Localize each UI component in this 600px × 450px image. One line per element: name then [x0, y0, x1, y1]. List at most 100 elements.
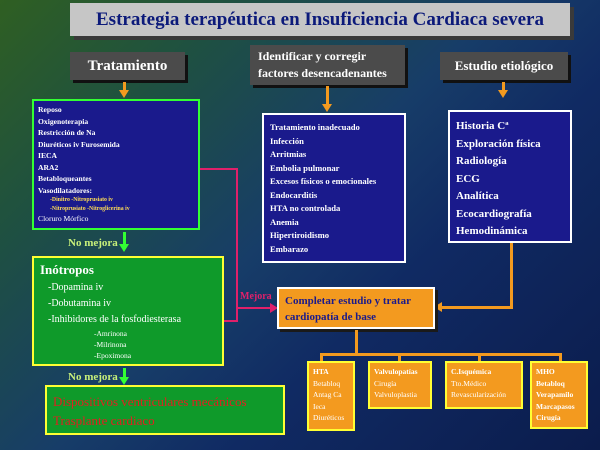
hta-box: HTA Betabloq Antag Ca Ieca Diuréticos [307, 361, 355, 431]
arrow-no-mejora-1 [119, 244, 129, 252]
valvulopatias-item: Cirugía [374, 378, 397, 388]
estudio-item: Hemodinámica [456, 225, 528, 237]
connector-identificar [326, 86, 329, 106]
arrow-no-mejora-2 [119, 377, 129, 385]
no-mejora-label-2: No mejora [68, 371, 118, 383]
header-identificar: Identificar y corregir factores desencad… [250, 45, 405, 85]
connector-tree-horizontal [320, 353, 562, 356]
inotropo-item: -Dopamina iv [48, 282, 104, 293]
completar-box: Completar estudio y tratar cardiopatía d… [277, 287, 435, 329]
connector-mejora-vertical [236, 168, 238, 321]
c-isquemica-title: C.Isquémica [451, 367, 492, 376]
tratamiento-box: Reposo Oxigenoterapia Restricción de Na … [32, 99, 200, 230]
vasodilatador-item: -Nitroprusiato -Nitroglicerina iv [50, 205, 130, 212]
arrow-mejora [270, 303, 278, 313]
tratamiento-list: Reposo Oxigenoterapia Restricción de Na … [38, 104, 194, 196]
connector-tree-hta [320, 353, 323, 361]
connector-no-mejora-1 [123, 232, 126, 244]
inotropo-item: -Inhibidores de la fosfodiesterasa [48, 314, 182, 325]
c-isquemica-item: Tto.Médico [451, 378, 487, 388]
valvulopatias-box: Valvulopatías Cirugía Valvuloplastia [368, 361, 432, 409]
connector-tree-valv [398, 353, 401, 361]
tratamiento-item: Reposo [38, 105, 62, 114]
factor-item: Anemia [270, 216, 299, 227]
estudio-item: Radiología [456, 155, 507, 167]
connector-tree-isq [478, 353, 481, 361]
estudio-item: Exploración física [456, 137, 541, 150]
tratamiento-item: ARA2 [38, 162, 59, 172]
inotropo-item: -Dobutamina iv [48, 298, 112, 309]
mho-box: MHO Betabloq Verapamilo Marcapasos Cirug… [530, 361, 588, 429]
hta-item: Diuréticos [313, 413, 345, 422]
hta-item: Betabloq [313, 378, 341, 388]
c-isquemica-box: C.Isquémica Tto.Médico Revascularización [445, 361, 523, 409]
connector-tratamiento [123, 82, 126, 92]
arrow-tratamiento [119, 90, 129, 98]
mho-item: Marcapasos [536, 401, 575, 411]
inotropos-sublist: -Amrinona -Milrinona -Epoximona [40, 328, 216, 361]
connector-no-mejora-2 [123, 368, 126, 378]
dispositivos-line: Dispositivos ventriculares mecánicos [53, 394, 247, 409]
inotropos-box: Inótropos -Dopamina iv -Dobutamina iv -I… [32, 256, 224, 366]
hta-title: HTA [313, 367, 329, 376]
vasodilatadores-sublist: -Dinitro -Nitroprusiato iv -Nitroprusiat… [38, 196, 194, 213]
hta-item: Ieca [313, 401, 326, 411]
no-mejora-label-1: No mejora [68, 237, 118, 249]
hta-item: Antag Ca [313, 390, 342, 399]
inotropo-subitem: -Epoximona [94, 351, 132, 360]
slide-title: Estrategia terapéutica en Insuficiencia … [70, 3, 570, 36]
tratamiento-item: Vasodilatadores: [38, 185, 93, 195]
dispositivos-line: Trasplante cardiaco [53, 413, 155, 428]
c-isquemica-item: Revascularización [451, 390, 506, 399]
tratamiento-item: Betabloqueantes [38, 174, 92, 183]
factor-item: Infección [270, 135, 304, 146]
header-identificar-line1: Identificar y corregir [258, 49, 367, 63]
connector-mejora-right [236, 307, 272, 309]
connector-completar-down [355, 330, 358, 355]
estudio-box: Historia Cª Exploración física Radiologí… [448, 110, 572, 243]
factor-item: Embolia pulmonar [270, 162, 340, 173]
tratamiento-item: IECA [38, 151, 57, 160]
arrow-to-completar [434, 302, 442, 312]
tratamiento-item: Restricción de Na [38, 128, 96, 137]
factor-item: Embarazo [270, 243, 309, 254]
connector-estudio-down [510, 243, 513, 309]
estudio-list: Historia Cª Exploración física Radiologí… [456, 118, 564, 241]
connector-mejora-bottom [224, 320, 238, 322]
mho-item: Verapamilo [536, 390, 574, 399]
tratamiento-item: Diuréticos iv Furosemida [38, 139, 120, 149]
factor-item: HTA no controlada [270, 203, 341, 213]
mho-item: Cirugía [536, 413, 561, 422]
header-identificar-line2: factores desencadenantes [258, 66, 387, 80]
inotropos-title: Inótropos [40, 262, 94, 277]
header-estudio: Estudio etiológico [440, 52, 568, 80]
estudio-item: ECG [456, 172, 480, 185]
estudio-item: Analítica [456, 190, 499, 202]
estudio-item: Historia Cª [456, 120, 509, 132]
valvulopatias-item: Valvuloplastia [374, 390, 417, 399]
connector-tree-mho [559, 353, 562, 361]
inotropo-subitem: -Amrinona [94, 329, 127, 338]
factor-item: Tratamiento inadecuado [270, 122, 360, 132]
tratamiento-item: Oxigenoterapia [38, 116, 89, 126]
header-tratamiento: Tratamiento [70, 52, 185, 80]
factor-item: Excesos físicos o emocionales [270, 176, 377, 186]
connector-mejora-top [200, 168, 238, 170]
connector-estudio [502, 82, 505, 92]
mho-title: MHO [536, 367, 555, 376]
factor-item: Arritmias [270, 149, 307, 159]
factores-box: Tratamiento inadecuado Infección Arritmi… [262, 113, 406, 263]
mho-item: Betabloq [536, 378, 565, 388]
mejora-label: Mejora [240, 291, 272, 302]
arrow-estudio [498, 90, 508, 98]
estudio-item: Ecocardiografía [456, 207, 532, 220]
arrow-identificar [322, 104, 332, 112]
inotropos-list: -Dopamina iv -Dobutamina iv -Inhibidores… [40, 280, 216, 328]
valvulopatias-title: Valvulopatías [374, 367, 418, 376]
vasodilatador-item: -Dinitro -Nitroprusiato iv [50, 197, 113, 203]
factor-item: Hipertiroidismo [270, 230, 330, 240]
cloruro-morfico: Cloruro Mórfico [38, 214, 89, 223]
factores-list: Tratamiento inadecuado Infección Arritmi… [270, 121, 398, 256]
dispositivos-box: Dispositivos ventriculares mecánicos Tra… [45, 385, 285, 435]
connector-estudio-left [438, 306, 513, 309]
